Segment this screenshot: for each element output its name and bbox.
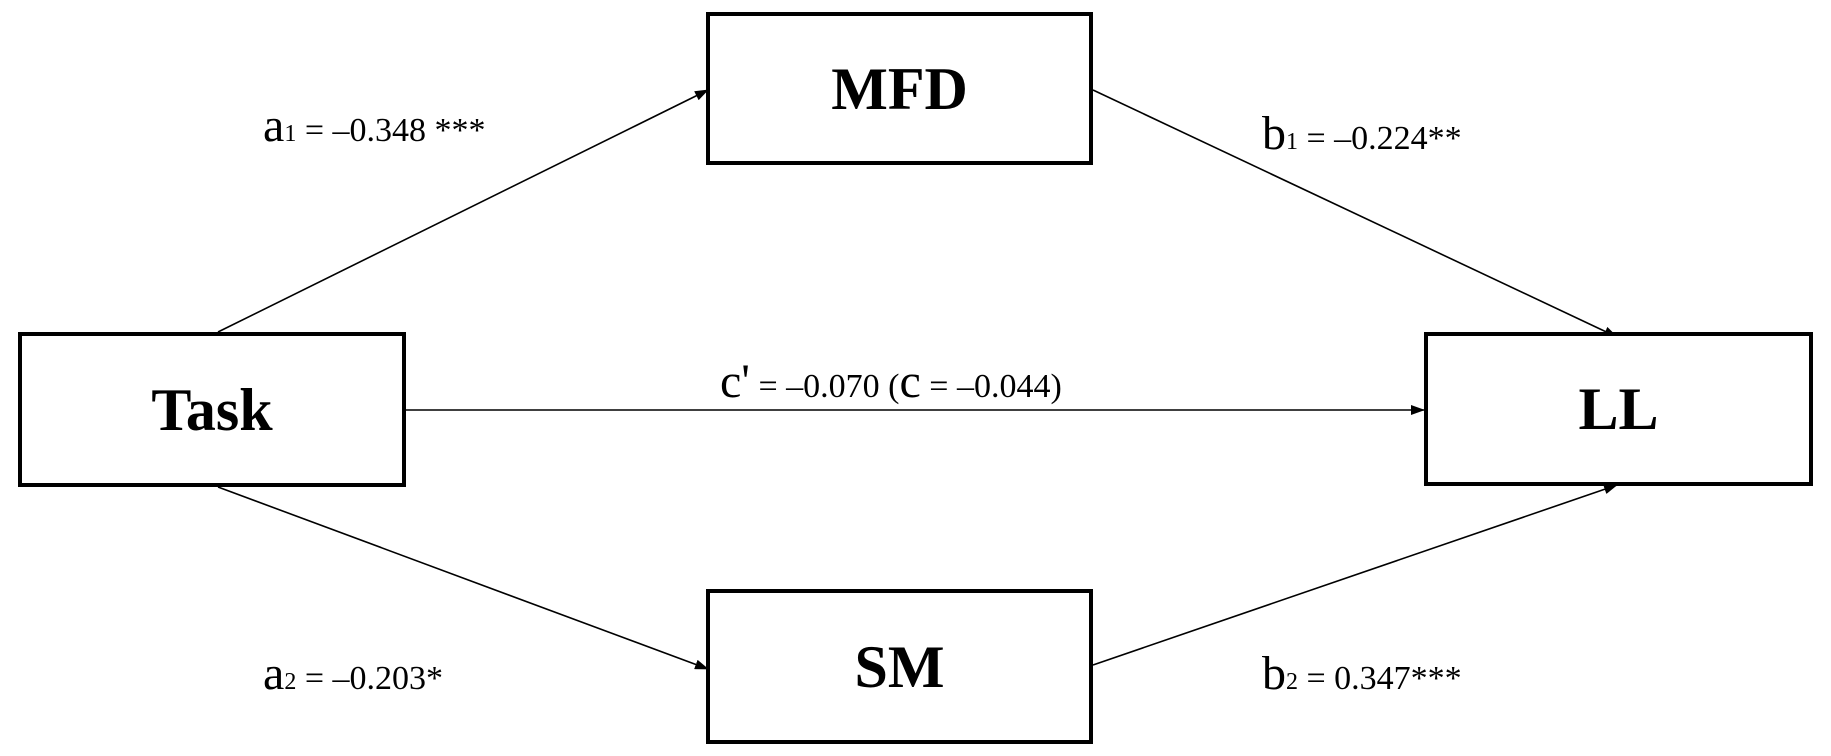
label-b1: b1 = –0.224** [1262, 110, 1462, 158]
label-a2-sub: 2 [284, 669, 297, 695]
arrow-task-to-sm [217, 486, 709, 670]
label-b1-letter: b [1262, 107, 1286, 160]
node-task: Task [18, 332, 406, 487]
label-b1-value: = –0.224** [1306, 120, 1462, 157]
label-a1-sub: 1 [284, 121, 297, 147]
label-b2: b2 = 0.347*** [1262, 650, 1462, 698]
label-a1-value: = –0.348 *** [304, 112, 486, 149]
label-c-prime-letter: c' [720, 355, 750, 408]
label-c-total-letter: c [899, 355, 921, 408]
label-b1-sub: 1 [1286, 129, 1298, 155]
label-c-total-value: = –0.044) [929, 368, 1062, 405]
node-mfd: MFD [706, 12, 1093, 165]
label-b2-letter: b [1262, 647, 1286, 700]
label-a1: a1 = –0.348 *** [263, 102, 486, 150]
label-b2-value: = 0.347*** [1306, 660, 1462, 697]
label-c-prime-value: = –0.070 ( [758, 368, 900, 405]
label-a2-letter: a [263, 647, 285, 700]
node-ll: LL [1424, 332, 1813, 486]
arrow-task-to-mfd [217, 89, 709, 333]
label-c: c' = –0.070 (c = –0.044) [720, 358, 1062, 406]
label-a2: a2 = –0.203* [263, 650, 443, 698]
label-b2-sub: 2 [1286, 669, 1298, 695]
arrow-mfd-to-ll [1092, 89, 1618, 338]
label-a2-value: = –0.203* [304, 660, 443, 697]
label-a1-letter: a [263, 99, 285, 152]
arrow-sm-to-ll [1092, 484, 1618, 666]
node-sm: SM [706, 589, 1093, 744]
